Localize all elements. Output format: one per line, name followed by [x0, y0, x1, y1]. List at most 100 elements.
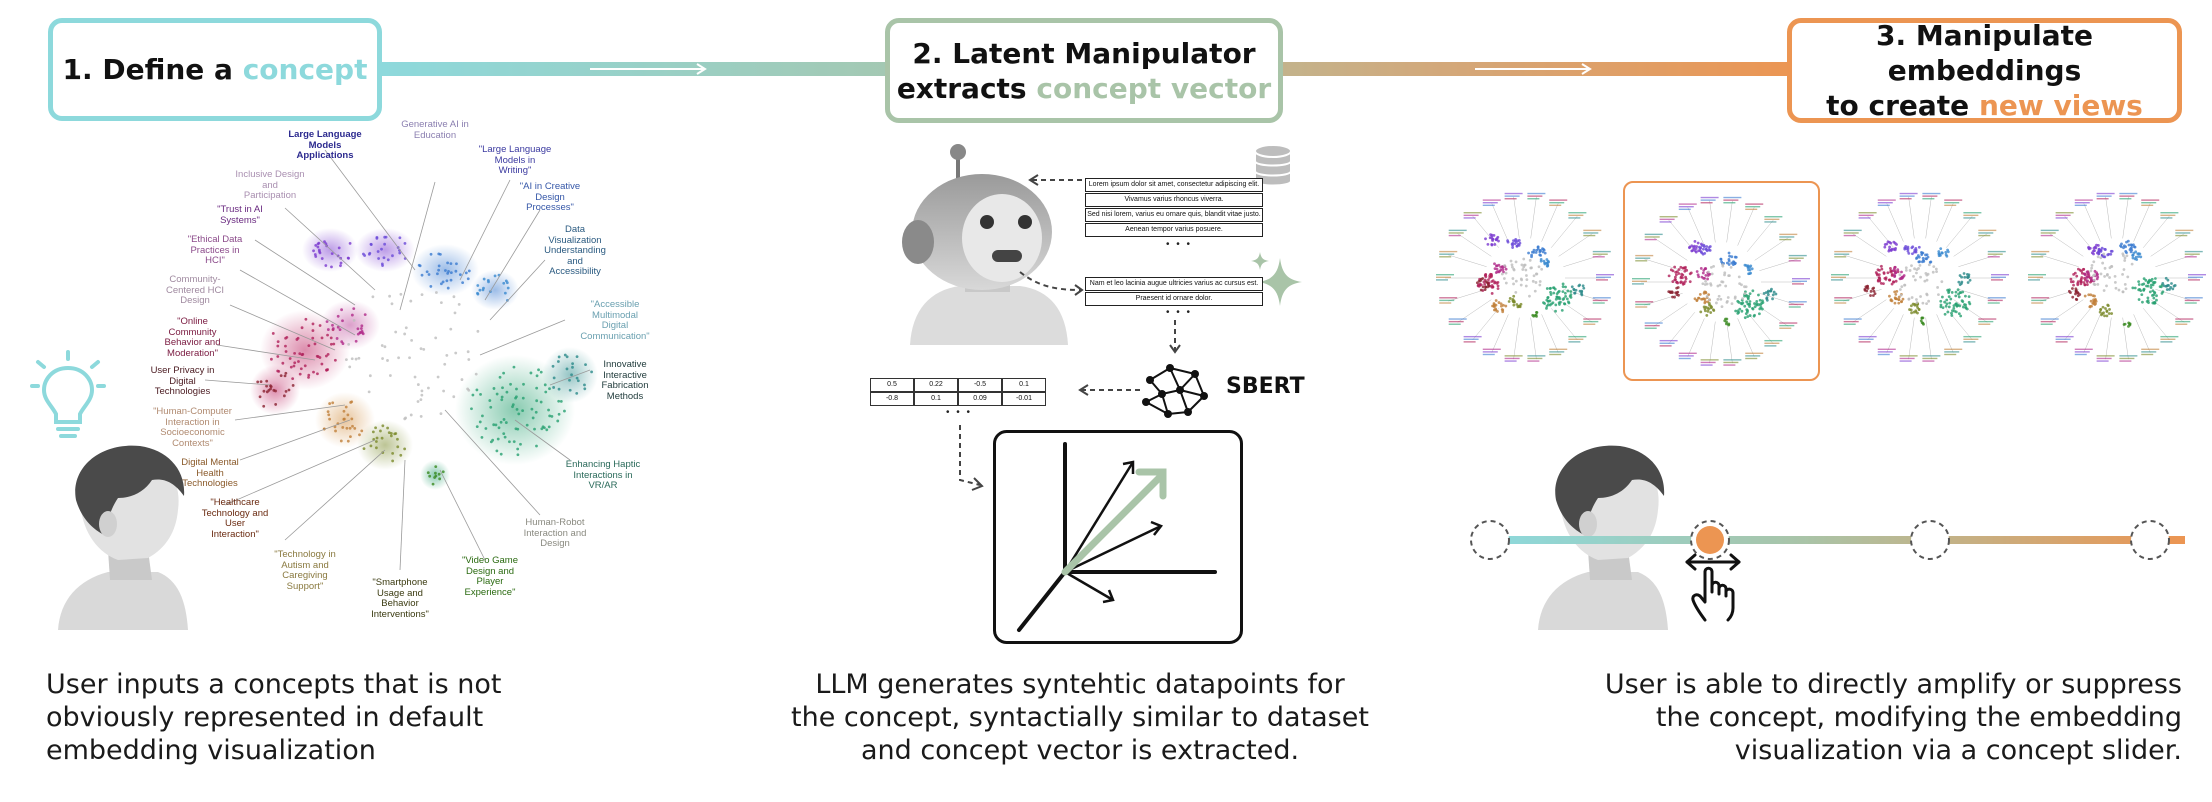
scatter-point	[2121, 290, 2125, 294]
leader-line	[1936, 203, 1954, 242]
scatter-point	[500, 395, 504, 399]
scatter-point	[2117, 288, 2121, 292]
scatter-point	[2093, 245, 2097, 249]
scatter-point	[1528, 258, 1532, 262]
scatter-point	[279, 374, 283, 377]
mini-label	[1987, 297, 2006, 299]
scatter-point	[1675, 286, 1679, 290]
mini-label	[1963, 217, 1976, 219]
scatter-point	[1726, 299, 1729, 303]
scatter-point	[437, 264, 441, 268]
scatter-point	[367, 390, 371, 394]
scatter-point	[1952, 306, 1956, 310]
scatter-point	[482, 277, 486, 281]
embedding-view[interactable]	[1825, 178, 2015, 378]
scatter-point	[2123, 282, 2127, 286]
scatter-point	[1955, 304, 1959, 308]
scatter-point	[326, 333, 329, 337]
scatter-point	[1502, 270, 1505, 274]
mini-label	[1583, 234, 1596, 237]
dataset-doc: Sed nisi lorem, varius eu ornare quis, b…	[1085, 208, 1263, 222]
scatter-point	[2114, 286, 2118, 290]
mini-label	[1858, 217, 1871, 219]
selected-view-frame[interactable]	[1623, 181, 1820, 381]
scatter-point	[1910, 264, 1913, 268]
scatter-point	[1934, 267, 1938, 271]
leader-line	[1886, 314, 1904, 353]
scatter-point	[1962, 272, 1966, 275]
scatter-point	[1580, 290, 1584, 294]
scatter-point	[386, 359, 389, 362]
scatter-point	[313, 342, 317, 346]
scatter-point	[375, 436, 379, 440]
scatter-point	[489, 405, 493, 409]
scatter-point	[2154, 277, 2157, 280]
scatter-point	[557, 355, 561, 359]
scatter-point	[1948, 288, 1951, 292]
mini-label	[1792, 283, 1804, 285]
scatter-point	[329, 342, 333, 346]
vector-cell: 0.1	[914, 392, 958, 406]
scatter-point	[1727, 257, 1731, 261]
scatter-point	[1729, 265, 1733, 269]
scatter-point	[1524, 284, 1528, 288]
scatter-point	[584, 363, 587, 367]
scatter-point	[2134, 250, 2138, 254]
scatter-point	[1535, 310, 1538, 314]
scatter-point	[1728, 254, 1731, 258]
mini-label	[2031, 250, 2050, 253]
scatter-point	[515, 387, 518, 391]
mini-label	[1978, 318, 1997, 320]
scatter-point	[1555, 295, 1559, 299]
scatter-point	[362, 447, 366, 451]
scatter-point	[535, 374, 539, 378]
embedding-view[interactable]	[1626, 182, 1816, 378]
scatter-point	[1765, 297, 1769, 301]
mini-label	[2055, 214, 2071, 217]
scatter-point	[452, 395, 456, 399]
scatter-point	[382, 256, 386, 260]
embedding-view[interactable]	[2022, 178, 2212, 378]
embedding-view[interactable]	[1430, 178, 1620, 378]
mini-label	[1745, 357, 1758, 360]
mini-label	[2175, 323, 2188, 325]
scatter-point	[1771, 293, 1775, 297]
mini-label	[1788, 260, 1801, 262]
scatter-point	[383, 345, 387, 349]
step2-caption: LLM generates syntehtic datapoints for t…	[791, 669, 1369, 766]
scatter-point	[1753, 302, 1756, 305]
leader-line	[1668, 312, 1695, 345]
mini-label	[1549, 199, 1568, 201]
scatter-point	[443, 362, 447, 366]
scatter-point	[1674, 273, 1678, 277]
scatter-point	[2166, 284, 2170, 287]
scatter-point	[1753, 305, 1757, 309]
scatter-point	[1945, 298, 1949, 302]
scatter-point	[2074, 292, 2077, 296]
scatter-point	[1561, 282, 1565, 286]
mini-label	[1987, 253, 2003, 255]
mini-label	[1779, 322, 1798, 324]
scatter-point	[1697, 296, 1700, 300]
mini-label	[2175, 318, 2194, 320]
mini-label	[1527, 357, 1543, 360]
scatter-point	[2075, 274, 2079, 278]
leader-lines	[204, 149, 591, 571]
mini-label	[2119, 355, 2138, 357]
scatter-point	[2141, 300, 2144, 304]
scatter-point	[1913, 278, 1917, 282]
scatter-point	[521, 396, 525, 400]
scatter-point	[1950, 291, 1954, 294]
scatter-point	[1959, 291, 1963, 295]
scatter-point	[1700, 244, 1704, 247]
mini-label	[1978, 323, 1991, 325]
scatter-point	[1490, 292, 1494, 295]
mini-label	[1504, 195, 1520, 197]
concept-slider[interactable]	[1468, 510, 2212, 630]
leader-line	[1448, 289, 1487, 302]
scatter-point	[1746, 309, 1749, 312]
scatter-point	[1880, 267, 1884, 271]
mini-label	[2055, 217, 2068, 219]
scatter-point	[419, 415, 423, 418]
scatter-point	[454, 351, 458, 355]
